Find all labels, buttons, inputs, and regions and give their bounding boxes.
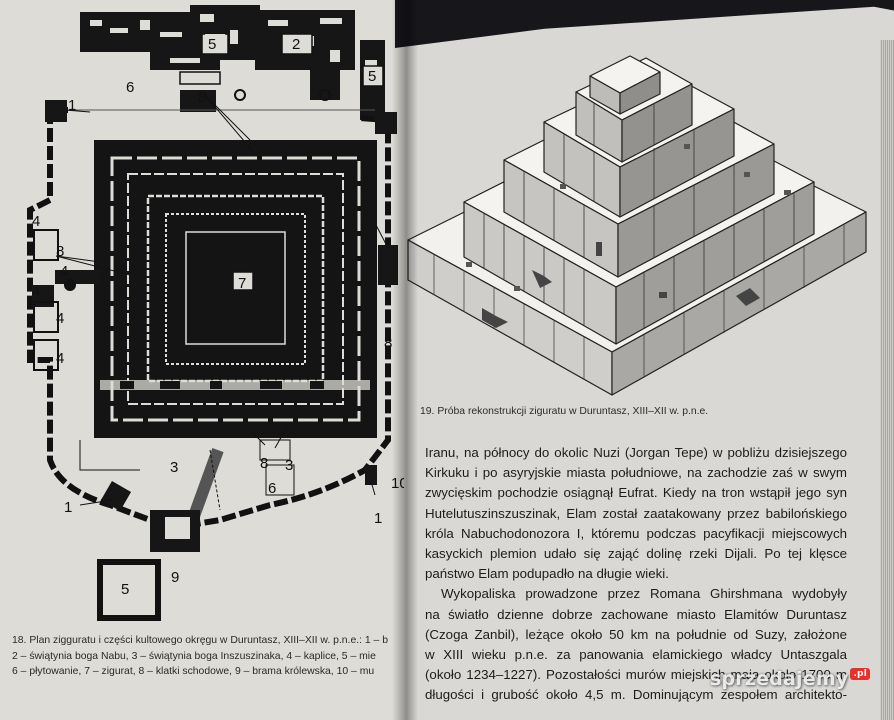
plan-label-10: 10	[391, 475, 404, 492]
plan-label-5-bottom: 5	[121, 581, 129, 598]
plan-label-3-right: 3	[285, 457, 293, 474]
plan-label-1-top: 1	[68, 97, 76, 114]
body-text: Iranu, na północy do okolic Nuzi (Jorgan…	[425, 443, 847, 706]
plan-label-2: 2	[292, 36, 300, 53]
text-line: kasyckich plemion udało się zająć dolinę…	[425, 546, 847, 562]
text-line: długości i grubość około 4,5 m. Dominują…	[425, 687, 847, 703]
text-line: Kirkuku i po asyryjskie miasta południow…	[425, 465, 847, 481]
ziggurat-plan: 5 2 5 8 6 1 4 8 4 4 4 4 7 8 3 8 3 6 1 1 …	[27, 5, 404, 621]
plan-label-4-c: 4	[32, 283, 40, 300]
plan-label-8-right: 8	[384, 335, 392, 352]
plan-label-4-e: 4	[56, 350, 64, 367]
text-line: państwo Elam podupadło na długie wieki.	[425, 566, 669, 582]
watermark: sprzedajemy.pl	[710, 668, 870, 690]
plan-label-7: 7	[238, 275, 246, 292]
watermark-badge: .pl	[850, 668, 870, 680]
plan-label-3-left: 3	[170, 459, 178, 476]
left-page: 5 2 5 8 6 1 4 8 4 4 4 4 7 8 3 8 3 6 1 1 …	[0, 0, 404, 720]
plan-label-4-a: 4	[32, 213, 40, 230]
text-line: (Czoga Zanbil), leżące około 50 km na po…	[425, 626, 847, 642]
plan-caption: 18. Plan zigguratu i części kultowego ok…	[12, 633, 398, 680]
plan-label-5-right: 5	[368, 68, 376, 85]
book-page-edges	[880, 40, 894, 720]
plan-caption-line-3: 6 – płytowanie, 7 – zigurat, 8 – klatki …	[12, 666, 375, 677]
plan-label-9: 9	[171, 569, 179, 586]
text-line: w XIII wieku p.n.e. za panowania elamick…	[425, 647, 847, 663]
plan-label-4-b: 4	[60, 263, 68, 280]
plan-caption-line-1: 18. Plan zigguratu i części kultowego ok…	[12, 635, 388, 646]
text-line: zwycięskim pochodzie osiągnął Eufrat. Ki…	[425, 485, 847, 501]
ziggurat-reconstruction-drawing	[407, 55, 867, 396]
text-line: (około 1234–1227). Pozostałości murów mi…	[425, 667, 847, 683]
plan-label-6-bottom: 6	[268, 480, 276, 497]
plan-label-4-d: 4	[56, 310, 64, 327]
text-line: króla Nabuchodonozora I, któremu podczas…	[425, 525, 847, 541]
text-line: na światło dzienne dobrze zachowane mias…	[425, 606, 847, 622]
plan-label-1-right: 1	[374, 510, 382, 527]
text-line: Wykopaliska prowadzone przez Romana Ghir…	[441, 586, 847, 602]
plan-label-8-left: 8	[56, 243, 64, 260]
plan-label-6-top: 6	[126, 79, 134, 96]
plan-caption-line-2: 2 – świątynia boga Nabu, 3 – świątynia b…	[12, 650, 376, 662]
plan-label-8-bottom: 8	[260, 455, 268, 472]
temple-complex-top	[80, 5, 385, 120]
figure-caption-19: 19. Próba rekonstrukcji ziguratu w Durun…	[420, 406, 709, 417]
text-line: Iranu, na północy do okolic Nuzi (Jorgan…	[425, 445, 847, 460]
plan-label-5-top: 5	[208, 36, 216, 53]
paragraph-1: Iranu, na północy do okolic Nuzi (Jorgan…	[425, 443, 847, 584]
plan-label-1-left: 1	[64, 499, 72, 516]
watermark-text: sprzedajemy	[710, 668, 849, 690]
plan-label-8-top: 8	[198, 89, 206, 106]
paragraph-2: Wykopaliska prowadzone przez Romana Ghir…	[425, 584, 847, 705]
text-line: Hutelutuszinszuszinak, Elam został zaata…	[425, 505, 847, 521]
